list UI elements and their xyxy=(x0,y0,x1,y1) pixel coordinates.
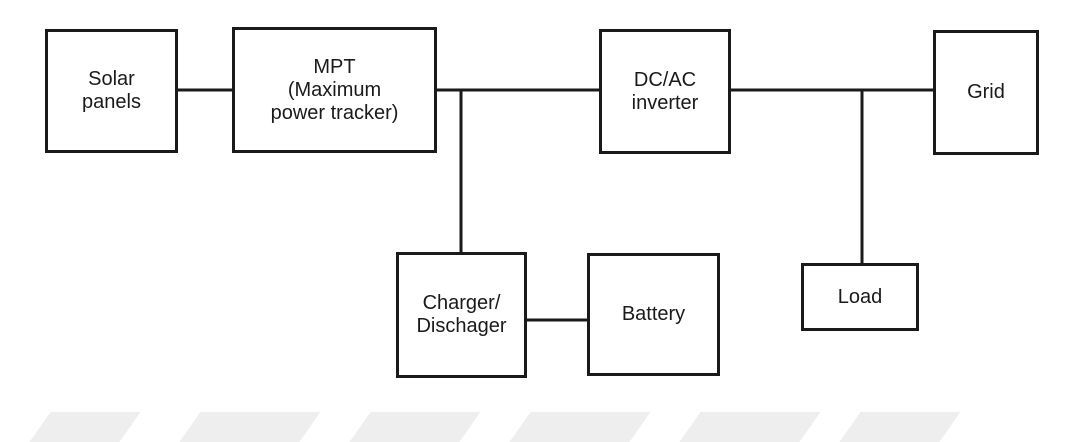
node-load-label: Load xyxy=(837,285,883,308)
watermark-stroke xyxy=(349,412,481,442)
watermark-stroke xyxy=(179,412,321,442)
node-mpt: MPT (Maximum power tracker) xyxy=(232,27,437,153)
node-solar-panels-label: Solar panels xyxy=(82,68,141,113)
node-solar-panels: Solar panels xyxy=(45,29,178,153)
node-charger-label: Charger/ Dischager xyxy=(416,292,507,337)
node-grid: Grid xyxy=(933,30,1039,155)
node-mpt-label: MPT (Maximum power tracker) xyxy=(270,55,399,124)
watermark-stroke xyxy=(679,412,821,442)
node-charger: Charger/ Dischager xyxy=(396,252,527,378)
watermark-stroke xyxy=(839,412,961,442)
watermark-stroke xyxy=(509,412,651,442)
node-grid-label: Grid xyxy=(967,81,1005,103)
watermark-stroke xyxy=(29,412,141,442)
node-inverter: DC/AC inverter xyxy=(599,29,731,154)
node-inverter-label: DC/AC inverter xyxy=(631,68,699,114)
node-battery-label: Battery xyxy=(621,303,686,325)
node-load: Load xyxy=(801,263,919,331)
node-battery: Battery xyxy=(587,253,720,376)
